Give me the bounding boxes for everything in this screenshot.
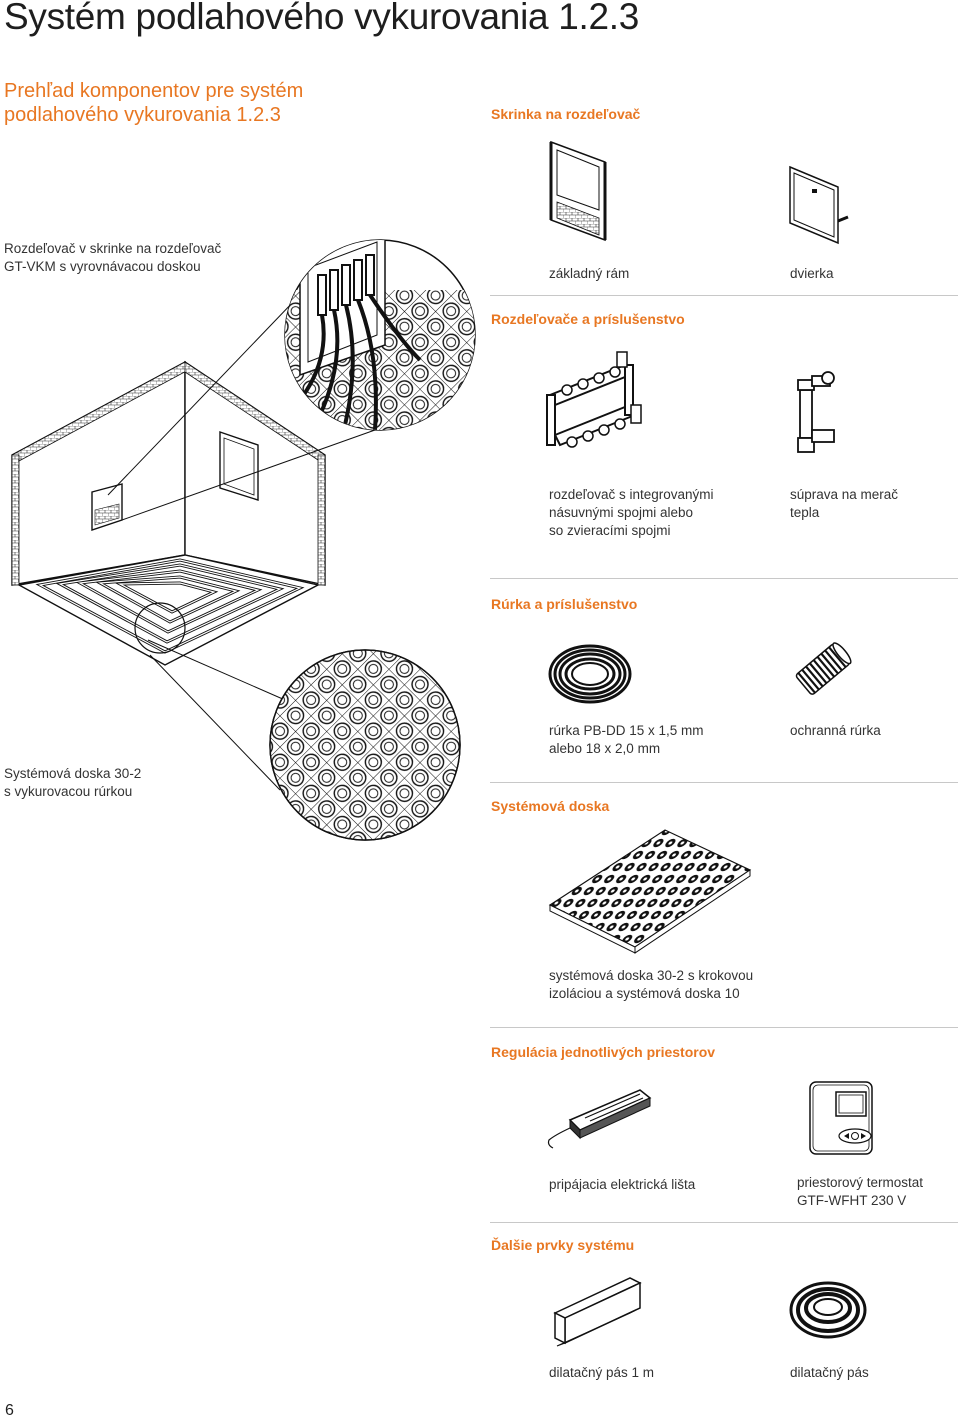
board-callout-line-2: s vykurovacou rúrkou [4, 784, 133, 799]
section-divider [490, 578, 958, 579]
manifold-label-line-1: rozdeľovač s integrovanými [549, 487, 714, 502]
heat-meter-kit-label-line-1: súprava na merač [790, 487, 899, 502]
room-thermostat-illustration [809, 1081, 873, 1155]
manifold-callout-line-2: GT-VKM s vyrovnávacou doskou [4, 259, 201, 274]
manifold-label: rozdeľovač s integrovanými násuvnými spo… [549, 486, 714, 540]
heat-meter-kit-illustration [797, 371, 835, 453]
door-label: dvierka [790, 266, 834, 281]
room-thermostat-label: priestorový termostat GTF-WFHT 230 V [797, 1174, 923, 1210]
door-illustration [789, 165, 849, 245]
room-thermostat-label-line-1: priestorový termostat [797, 1175, 924, 1190]
room-thermostat-label-line-2: GTF-WFHT 230 V [797, 1193, 907, 1208]
protective-pipe-illustration [795, 642, 852, 695]
section-heading-manifolds: Rozdeľovače a príslušenstvo [491, 311, 685, 327]
page-subtitle: Prehľad komponentov pre systém podlahové… [4, 79, 344, 127]
pipe-label-line-1: rúrka PB-DD 15 x 1,5 mm [549, 723, 704, 738]
heat-meter-kit-label: súprava na merač tepla [790, 486, 898, 522]
board-callout-line-1: Systémová doska 30-2 [4, 766, 142, 781]
section-heading-regulation: Regulácia jednotlivých priestorov [491, 1044, 716, 1060]
expansion-strip-roll-illustration [789, 1281, 867, 1339]
subtitle-line-1: Prehľad komponentov pre systém [4, 80, 304, 102]
system-board-illustration [548, 829, 752, 954]
connection-strip-label: pripájacia elektrická lišta [549, 1177, 696, 1192]
pipe-coil-illustration [548, 644, 632, 704]
base-frame-label: základný rám [549, 266, 630, 281]
section-divider [490, 295, 958, 296]
system-board-label: systémová doska 30-2 s krokovou izolácio… [549, 967, 753, 1003]
base-frame-illustration [549, 140, 607, 242]
manifold-label-line-3: so zvieracími spojmi [549, 523, 671, 538]
system-board-label-line-1: systémová doska 30-2 s krokovou [549, 968, 754, 983]
section-divider [490, 782, 958, 783]
pipe-label: rúrka PB-DD 15 x 1,5 mm alebo 18 x 2,0 m… [549, 722, 704, 758]
board-callout: Systémová doska 30-2 s vykurovacou rúrko… [4, 765, 141, 801]
protective-pipe-label: ochranná rúrka [790, 723, 881, 738]
section-divider [490, 1027, 958, 1028]
expansion-strip-label: dilatačný pás [790, 1365, 869, 1380]
section-heading-cabinet: Skrinka na rozdeľovač [491, 106, 641, 122]
connection-strip-illustration [547, 1089, 652, 1149]
section-divider [490, 1222, 958, 1223]
expansion-strip-1m-illustration [553, 1277, 642, 1347]
manifold-callout-line-1: Rozdeľovač v skrinke na rozdeľovač [4, 241, 222, 256]
section-heading-other: Ďalšie prvky systému [491, 1237, 635, 1253]
manifold-callout: Rozdeľovač v skrinke na rozdeľovač GT-VK… [4, 240, 221, 276]
heat-meter-kit-label-line-2: tepla [790, 505, 820, 520]
page-title: Systém podlahového vykurovania 1.2.3 [4, 0, 640, 37]
subtitle-line-2: podlahového vykurovania 1.2.3 [4, 104, 281, 126]
section-heading-pipe: Rúrka a príslušenstvo [491, 596, 638, 612]
room-illustration [11, 239, 476, 841]
pipe-label-line-2: alebo 18 x 2,0 mm [549, 741, 661, 756]
section-heading-board: Systémová doska [491, 798, 610, 814]
manifold-illustration [546, 351, 642, 448]
expansion-strip-1m-label: dilatačný pás 1 m [549, 1365, 655, 1380]
page-number: 6 [5, 1402, 14, 1419]
manifold-label-line-2: násuvnými spojmi alebo [549, 505, 694, 520]
system-board-label-line-2: izoláciou a systémová doska 10 [549, 986, 740, 1001]
